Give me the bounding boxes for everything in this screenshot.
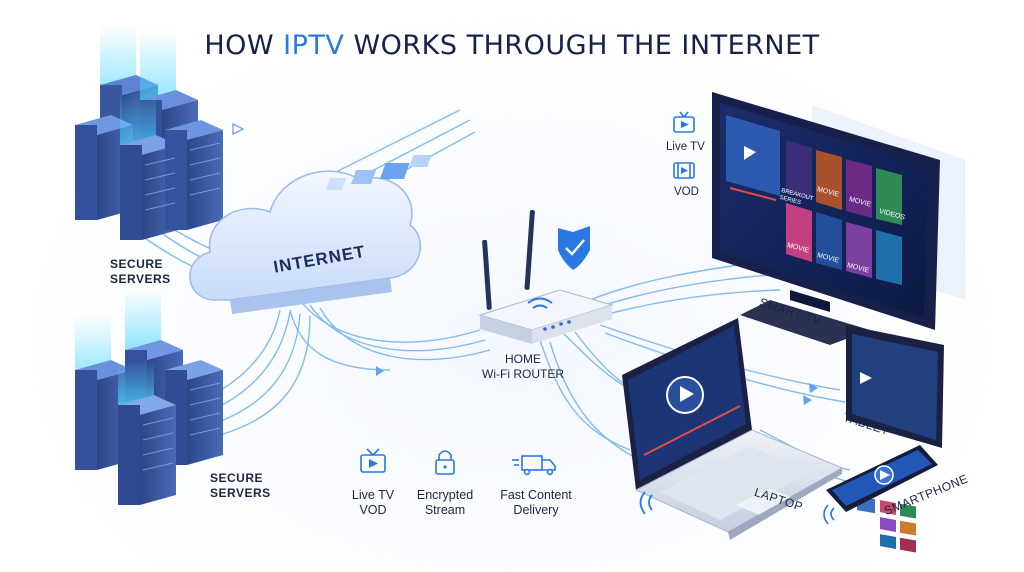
laptop-play-icon: [680, 386, 694, 402]
feature-live-tv-vod: Live TV VOD: [325, 488, 421, 518]
secure-servers-bottom-label: SECURE SERVERS: [210, 471, 271, 501]
title-accent: IPTV: [283, 30, 345, 61]
wifi-router-illustration: [478, 209, 614, 344]
tv-legend-icons: [673, 111, 695, 179]
tablet-illustration: [846, 325, 944, 553]
feature-delivery-truck-icon: [512, 455, 556, 476]
tv-legend-vod: VOD: [674, 186, 699, 198]
tv-play-icon: [744, 146, 756, 160]
servers-top-line2: SERVERS: [110, 272, 171, 286]
servers-top-line1: SECURE: [110, 257, 164, 271]
vod-film-icon: [673, 162, 695, 179]
phone-wifi-icon: [823, 504, 835, 525]
feature-icons: [360, 448, 556, 476]
feature-live-tv-line1: Live TV: [351, 488, 395, 502]
secure-servers-top-label: SECURE SERVERS: [110, 257, 171, 287]
shield-check-icon: [558, 226, 590, 270]
internet-cloud-illustration: [189, 170, 421, 314]
feature-lock-icon: [435, 450, 455, 475]
router-line1: HOME: [505, 352, 541, 366]
servers-bottom-line2: SERVERS: [210, 486, 271, 500]
page-title: HOW IPTV WORKS THROUGH THE INTERNET: [0, 30, 1024, 61]
wifi-icon: [527, 297, 553, 309]
feature-encrypted-line2: Stream: [424, 503, 466, 517]
router-line2: Wi-Fi ROUTER: [482, 367, 564, 381]
laptop-wifi-icon: [639, 491, 653, 515]
tv-content-tiles: [786, 140, 902, 285]
secure-servers-bottom-illustration: [75, 290, 223, 505]
feature-tv-play-icon: [360, 448, 386, 473]
live-tv-icon: [673, 111, 695, 133]
feature-fast-delivery: Fast Content Delivery: [488, 488, 584, 518]
feature-encrypted-line1: Encrypted: [416, 488, 474, 502]
feature-fast-line2: Delivery: [513, 503, 559, 517]
smartphone-illustration: [823, 445, 938, 525]
title-suffix: WORKS THROUGH THE INTERNET: [344, 30, 820, 61]
secure-servers-top-illustration: [75, 25, 245, 240]
feature-live-tv-line2: VOD: [359, 503, 387, 517]
laptop-illustration: [622, 318, 844, 540]
tv-legend-live: Live TV: [666, 141, 705, 153]
feature-encrypted-stream: Encrypted Stream: [397, 488, 493, 518]
title-prefix: HOW: [204, 30, 284, 61]
cloud-speed-blocks: [325, 155, 432, 190]
play-icon: [232, 122, 245, 136]
feature-fast-line1: Fast Content: [500, 488, 572, 502]
servers-bottom-line1: SECURE: [210, 471, 264, 485]
smart-tv-illustration: [712, 92, 965, 345]
router-label: HOME Wi-Fi ROUTER: [478, 352, 568, 382]
